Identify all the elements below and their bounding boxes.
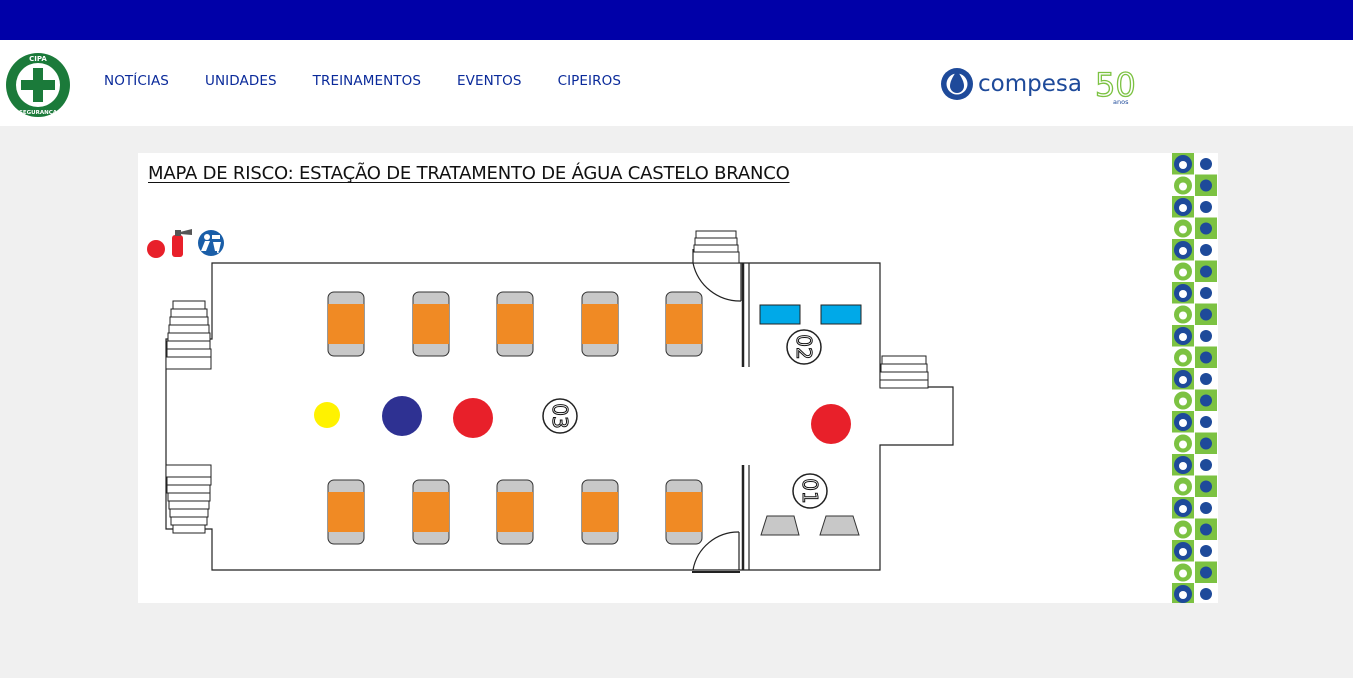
pattern-drop: [1200, 201, 1212, 213]
room-label-02: 02: [786, 329, 822, 365]
main-nav: NOTÍCIAS UNIDADES TREINAMENTOS EVENTOS C…: [104, 73, 657, 89]
pattern-drop: [1200, 222, 1212, 235]
pattern-drop: [1200, 330, 1212, 342]
pattern-drop: [1200, 459, 1212, 471]
page-title: MAPA DE RISCO: ESTAÇÃO DE TRATAMENTO DE …: [148, 163, 790, 184]
pattern-drop-center: [1179, 333, 1187, 341]
door-bottom: [692, 531, 740, 573]
stairs-top: [692, 230, 740, 264]
beds-top-row: [327, 291, 703, 357]
pattern-drop: [1200, 545, 1212, 557]
nav-noticias[interactable]: NOTÍCIAS: [104, 73, 169, 89]
nav-cipeiros[interactable]: CIPEIROS: [557, 73, 621, 89]
safety-equipment-icon: [198, 230, 224, 256]
bed-bottom-3: [496, 479, 534, 545]
pattern-drop-center: [1179, 419, 1187, 427]
pattern-drop-center: [1179, 247, 1187, 255]
svg-text:03: 03: [548, 403, 572, 428]
bed-top-4: [581, 291, 619, 357]
bed-bottom-5: [665, 479, 703, 545]
door-top: [692, 249, 742, 302]
pattern-drop-center: [1179, 376, 1187, 384]
bed-top-3: [496, 291, 534, 357]
pattern-drop: [1200, 566, 1212, 579]
legend-icons: [147, 229, 224, 258]
equipment-blue-1: [759, 304, 801, 325]
pattern-drop-center: [1179, 397, 1187, 406]
pattern-drop-center: [1179, 182, 1187, 191]
top-color-bar: [0, 0, 1353, 40]
svg-text:01: 01: [798, 478, 822, 503]
nav-unidades[interactable]: UNIDADES: [204, 73, 277, 89]
pattern-drop: [1200, 480, 1212, 493]
pattern-drop: [1200, 394, 1212, 407]
furniture-trapezoid-1: [760, 515, 800, 536]
navigation-bar: CIPA SEGURANÇA NOTÍCIAS UNIDADES TREINAM…: [0, 40, 1353, 126]
pattern-drop-center: [1179, 354, 1187, 363]
pattern-drop: [1200, 179, 1212, 192]
stairs-left-top: [165, 300, 212, 370]
cipa-logo[interactable]: CIPA SEGURANÇA: [5, 52, 71, 118]
svg-text:02: 02: [792, 334, 816, 359]
pattern-drop-center: [1179, 440, 1187, 449]
pattern-drop: [1200, 308, 1212, 321]
pattern-drop: [1200, 265, 1212, 278]
risk-circle-red-left: [453, 398, 493, 438]
pattern-drop-center: [1179, 462, 1187, 470]
risk-circle-yellow: [314, 402, 340, 428]
pattern-drop-center: [1179, 268, 1187, 277]
stairs-right: [879, 355, 929, 389]
pattern-drop: [1200, 437, 1212, 450]
pattern-drop: [1200, 158, 1212, 170]
room-label-03: 03: [542, 398, 578, 434]
risk-map-panel: MAPA DE RISCO: ESTAÇÃO DE TRATAMENTO DE …: [138, 153, 1218, 603]
bed-top-1: [327, 291, 365, 357]
pattern-drop: [1200, 287, 1212, 299]
pattern-drop: [1200, 502, 1212, 514]
pattern-drop-center: [1179, 505, 1187, 513]
room-label-01: 01: [792, 473, 828, 509]
bed-bottom-1: [327, 479, 365, 545]
pattern-drop-center: [1179, 569, 1187, 578]
decorative-pattern: [1172, 153, 1217, 603]
compesa-anniversary-number: 50: [1095, 66, 1136, 104]
pattern-drop-center: [1179, 548, 1187, 556]
risk-circle-blue: [382, 396, 422, 436]
bed-bottom-2: [412, 479, 450, 545]
nav-eventos[interactable]: EVENTOS: [457, 73, 522, 89]
pattern-drop-center: [1179, 225, 1187, 234]
pattern-drop: [1200, 416, 1212, 428]
cipa-logo-top-text: CIPA: [29, 55, 47, 63]
stairs-left-bottom: [165, 464, 212, 534]
compesa-brand-name: compesa: [978, 71, 1082, 97]
pattern-drop-center: [1179, 290, 1187, 298]
compesa-anniversary-suffix: anos: [1113, 98, 1129, 106]
floor-plan: 03 02 01: [165, 230, 954, 573]
nav-treinamentos[interactable]: TREINAMENTOS: [312, 73, 422, 89]
pattern-drop-center: [1179, 311, 1187, 320]
bed-top-2: [412, 291, 450, 357]
risk-circle-red-right: [811, 404, 851, 444]
pattern-drop: [1200, 523, 1212, 536]
beds-bottom-row: [327, 479, 703, 545]
red-risk-dot-icon: [147, 240, 165, 258]
pattern-drop: [1200, 588, 1212, 600]
pattern-drop: [1200, 351, 1212, 364]
bed-bottom-4: [581, 479, 619, 545]
pattern-drop-center: [1179, 591, 1187, 599]
fire-extinguisher-icon: [172, 229, 192, 257]
pattern-drop: [1200, 373, 1212, 385]
cipa-logo-bottom-text: SEGURANÇA: [19, 110, 58, 116]
pattern-drop-center: [1179, 526, 1187, 535]
pattern-drop: [1200, 244, 1212, 256]
pattern-drop-center: [1179, 483, 1187, 492]
furniture-trapezoid-2: [819, 515, 860, 536]
equipment-blue-2: [820, 304, 862, 325]
pattern-drop-center: [1179, 161, 1187, 169]
compesa-logo[interactable]: compesa 50 anos: [938, 60, 1140, 108]
bed-top-5: [665, 291, 703, 357]
pattern-drop-center: [1179, 204, 1187, 212]
